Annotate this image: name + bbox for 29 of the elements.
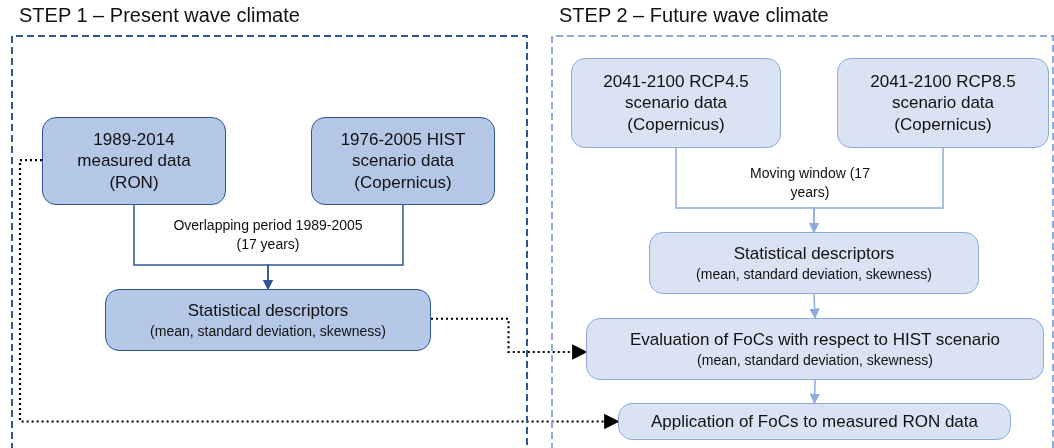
process-box — [649, 232, 979, 294]
box-text: 2041-2100 RCP8.5 scenario data (Copernicus) — [869, 71, 1017, 135]
box-text: 1989-2014 measured data (RON) — [76, 129, 192, 193]
process-box — [311, 117, 495, 205]
box-text: Evaluation of FoCs with respect to HIST scenario — [628, 329, 1002, 351]
box-text: 2041-2100 RCP4.5 scenario data (Copernicus) — [602, 71, 750, 135]
process-box — [571, 58, 781, 148]
box-text: Statistical descriptors — [186, 300, 350, 322]
box-subtext: (mean, standard deviation, skewness) — [696, 350, 934, 369]
box-text: Application of FoCs to measured RON data — [650, 410, 979, 433]
box-text: Statistical descriptors — [732, 243, 896, 265]
process-box — [837, 58, 1049, 148]
process-box — [105, 289, 431, 351]
arrow — [809, 379, 820, 405]
box-text: 1976-2005 HIST scenario data (Copernicus) — [339, 129, 467, 193]
arrow — [808, 147, 944, 234]
bracket-label: Moving window (17 years) — [750, 164, 870, 202]
box-subtext: (mean, standard deviation, skewness) — [149, 321, 387, 340]
group-title: STEP 1 – Present wave climate — [19, 4, 300, 27]
process-box — [42, 117, 226, 205]
step-group — [551, 4, 1054, 448]
group-title: STEP 2 – Future wave climate — [559, 4, 829, 27]
arrow — [809, 293, 820, 320]
process-box — [618, 403, 1011, 440]
process-box — [586, 318, 1044, 380]
arrow — [431, 317, 588, 360]
box-subtext: (mean, standard deviation, skewness) — [695, 264, 933, 283]
arrow — [18, 159, 620, 430]
arrow — [262, 204, 404, 291]
